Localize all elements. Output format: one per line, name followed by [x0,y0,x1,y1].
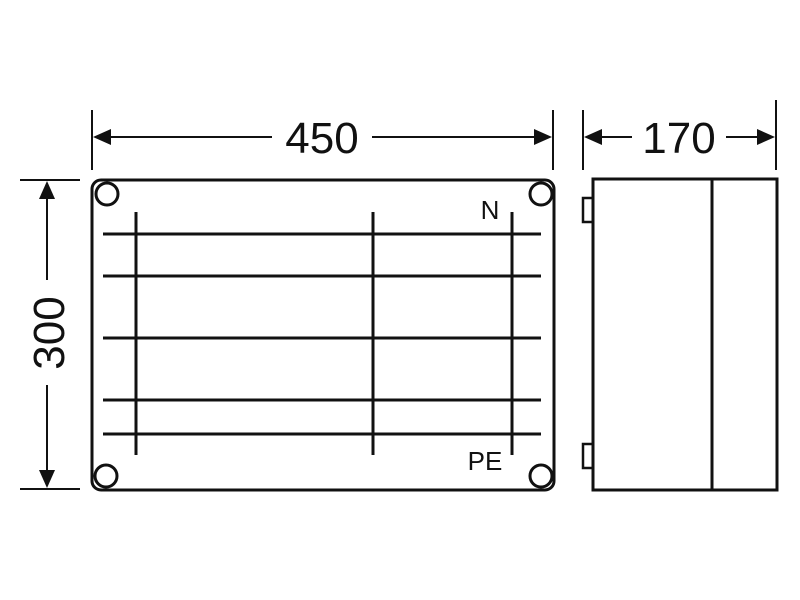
height-arrow-top [39,181,55,199]
corner-screw-hole-bottom-right [528,463,554,489]
side-view [581,177,779,492]
height-dimension [20,179,80,490]
front-view [90,178,556,492]
depth-arrow-left [584,129,602,145]
height-label: 300 [25,296,74,369]
corner-screw-hole-bottom-left [93,463,119,489]
neutral-label: N [481,195,500,225]
depth-dimension [582,100,777,170]
side-enclosure-outline [591,177,779,492]
corner-screw-hole-top-right [528,181,554,207]
width-label: 450 [285,114,358,163]
side-hinge-bottom [581,442,595,470]
front-enclosure-outline [90,178,556,492]
width-arrow-left [93,129,111,145]
side-hinge-top [581,196,595,224]
height-arrow-bottom [39,470,55,488]
protective-earth-label: PE [468,446,503,476]
width-dimension [91,110,554,170]
depth-arrow-right [757,129,775,145]
corner-screw-hole-top-left [94,181,120,207]
width-arrow-right [534,129,552,145]
depth-label: 170 [642,114,715,163]
